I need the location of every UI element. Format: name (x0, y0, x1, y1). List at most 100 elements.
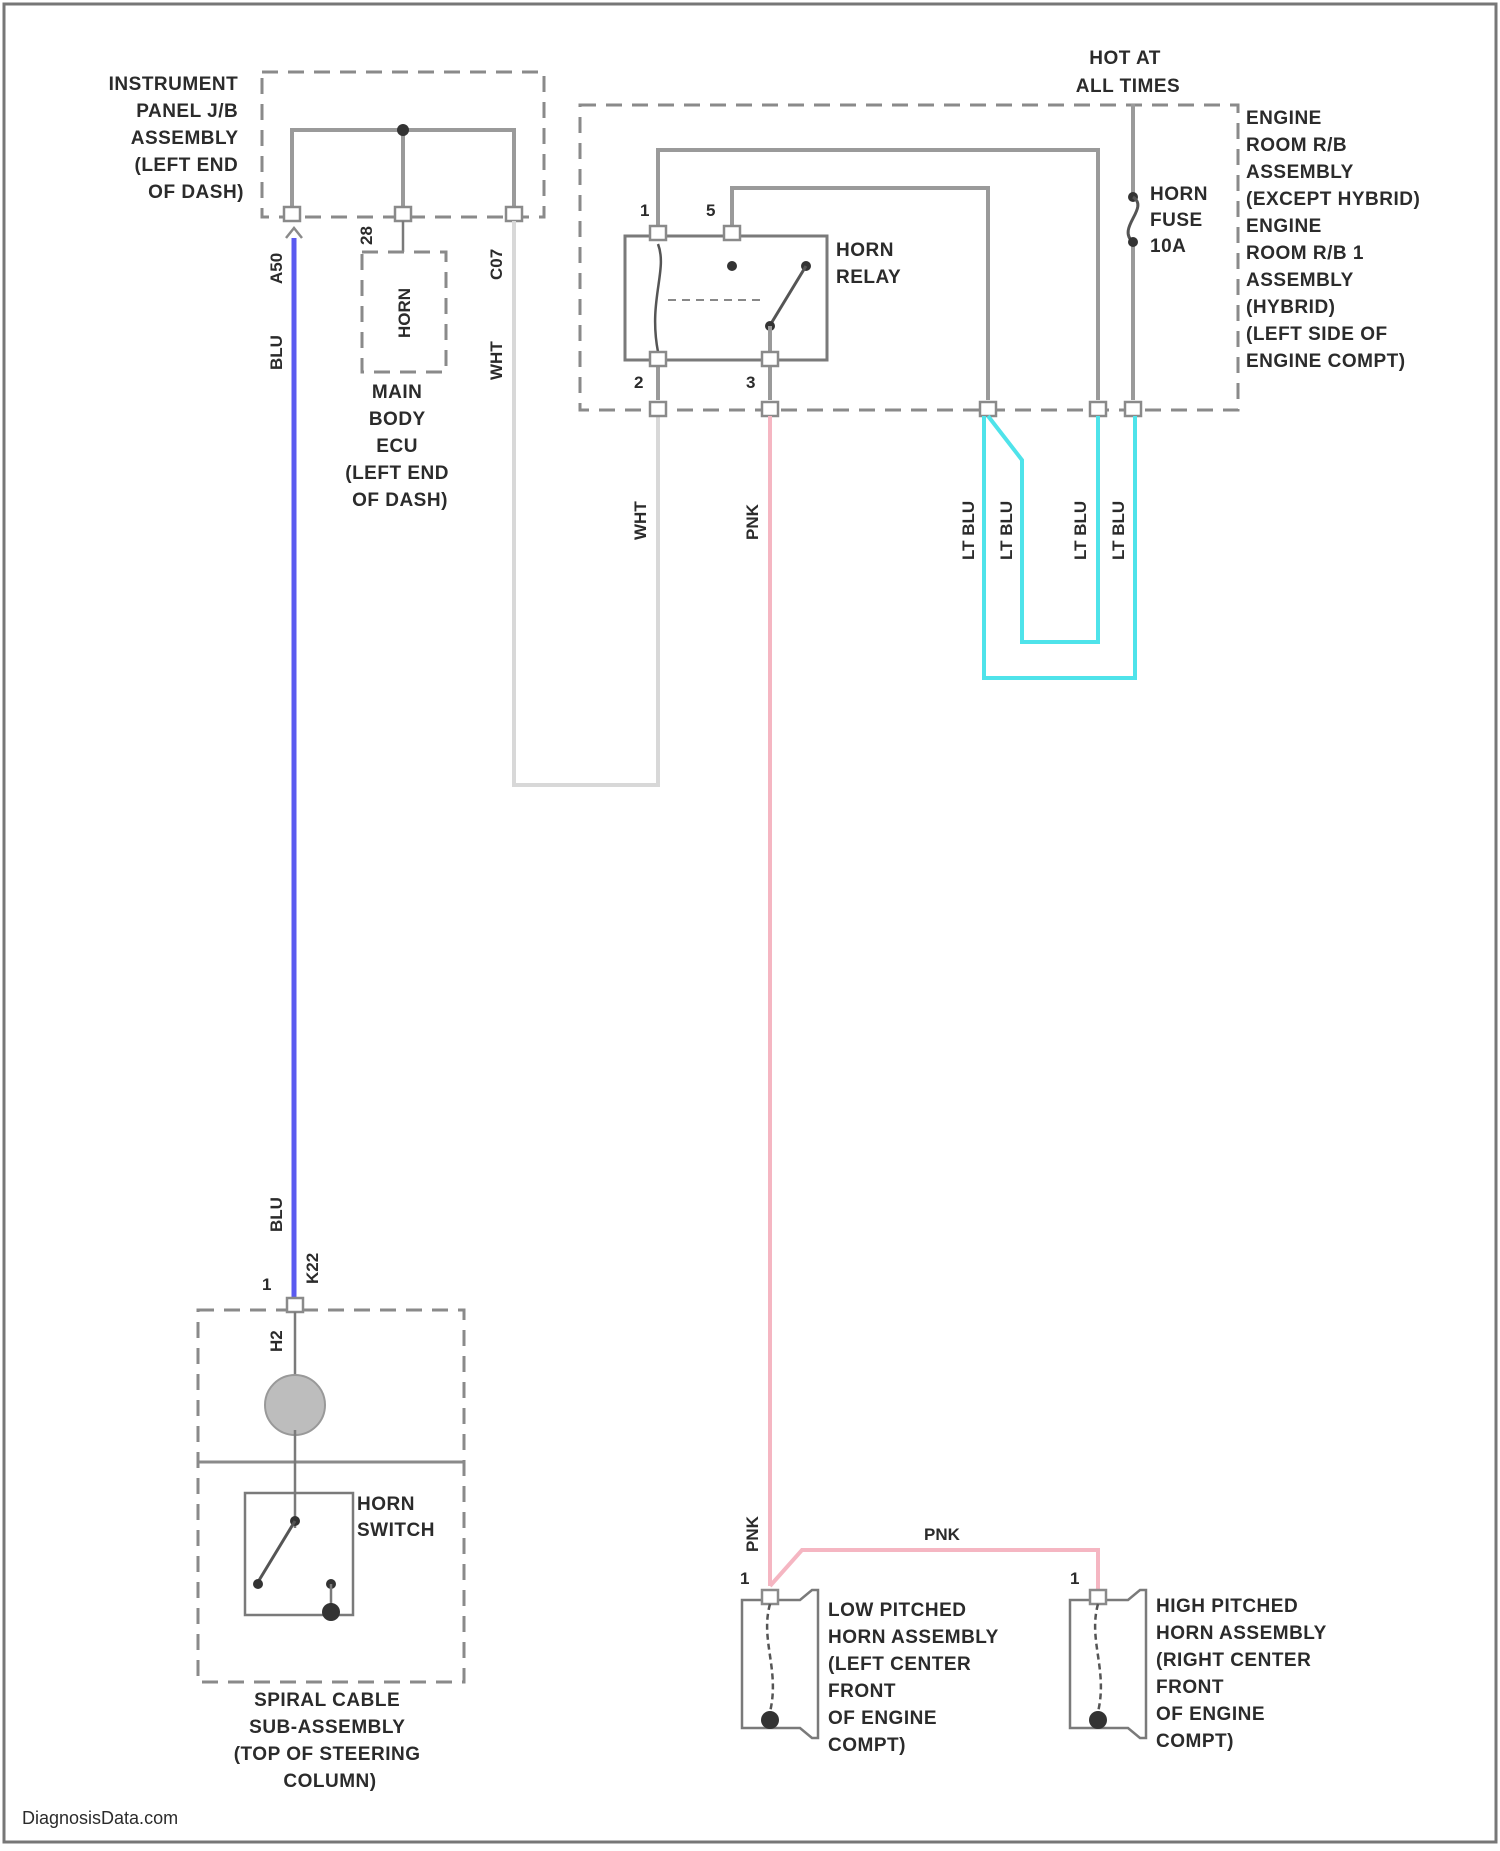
switch-blade-icon (258, 1521, 295, 1582)
fuse-icon (1128, 197, 1138, 242)
relay-terminal-2 (650, 352, 666, 366)
wht-wire-label-left: WHT (487, 341, 506, 380)
jb-label: INSTRUMENT PANEL J/B ASSEMBLY (LEFT END … (109, 74, 244, 203)
relay-pin-5: 5 (706, 201, 715, 220)
hot-label-line: HOT AT (1089, 48, 1161, 69)
spiral-label-line: COLUMN) (283, 1771, 376, 1792)
hot-at-all-times-label: HOT AT ALL TIMES (1076, 48, 1180, 97)
spiral-terminal (287, 1298, 303, 1312)
low-horn-label-line: HORN ASSEMBLY (828, 1627, 999, 1648)
low-horn-pin: 1 (740, 1569, 749, 1588)
spiral-cable: H2 HORN SWITCH SPIRAL CABLE SUB-ASSEMBLY… (198, 1298, 464, 1792)
relay-terminal-3 (762, 352, 778, 366)
high-horn-label-line: HIGH PITCHED (1156, 1596, 1298, 1617)
lt-blu-wire-group: LT BLU LT BLU LT BLU LT BLU (959, 416, 1135, 678)
pnk-wire-group: PNK PNK PNK (743, 416, 1098, 1590)
spiral-label-line: SUB-ASSEMBLY (249, 1717, 405, 1738)
spiral-label: SPIRAL CABLE SUB-ASSEMBLY (TOP OF STEERI… (234, 1690, 427, 1792)
engine-room-rb: ENGINE ROOM R/B ASSEMBLY (EXCEPT HYBRID)… (580, 48, 1426, 416)
erb-terminal-lt-blu-1 (980, 402, 996, 416)
erb-terminal-pnk (762, 402, 778, 416)
wht-wire-label-right: WHT (631, 501, 650, 540)
lt-blu-label-3: LT BLU (1071, 501, 1090, 560)
erb-label-line: ENGINE (1246, 108, 1322, 129)
fuse-label-line: 10A (1150, 236, 1186, 257)
ecu-label: MAIN BODY ECU (LEFT END OF DASH) (345, 382, 455, 511)
jb-pin-a50: A50 (267, 253, 286, 284)
ground-icon (322, 1603, 340, 1621)
low-horn-label-line: OF ENGINE (828, 1708, 937, 1729)
high-horn-coil-icon (1095, 1604, 1101, 1712)
pnk-wire-label-bottom: PNK (743, 1515, 762, 1552)
high-horn-label-line: OF ENGINE (1156, 1704, 1265, 1725)
low-horn-terminal (762, 1590, 778, 1604)
erb-terminal-lt-blu-2 (1090, 402, 1106, 416)
relay-pin-2: 2 (634, 373, 643, 392)
fuse-label-line: HORN (1150, 184, 1208, 205)
low-horn-label-line: FRONT (828, 1681, 896, 1702)
high-horn-terminal (1090, 1590, 1106, 1604)
spiral-pin-number: 1 (262, 1275, 271, 1294)
watermark: DiagnosisData.com (22, 1808, 178, 1828)
low-horn-label-line: (LEFT CENTER (828, 1654, 971, 1675)
relay-label-line: HORN (836, 240, 894, 261)
ecu-pin: 28 (357, 226, 376, 245)
ecu-label-line: (LEFT END (345, 463, 449, 484)
jb-label-line: PANEL J/B (136, 101, 238, 122)
high-horn-label-line: COMPT) (1156, 1731, 1234, 1752)
horn-fuse-label: HORN FUSE 10A (1150, 184, 1214, 257)
lt-blu-label-1: LT BLU (959, 501, 978, 560)
pnk-wire-label-branch: PNK (924, 1525, 961, 1544)
jb-label-line: INSTRUMENT (109, 74, 239, 95)
erb-label-line: (EXCEPT HYBRID) (1246, 189, 1420, 210)
jb-splice (397, 124, 409, 136)
instrument-panel-jb: INSTRUMENT PANEL J/B ASSEMBLY (LEFT END … (109, 72, 544, 221)
jb-label-line: (LEFT END (135, 155, 239, 176)
low-horn-label-line: COMPT) (828, 1735, 906, 1756)
relay-contact-fixed (727, 261, 737, 271)
low-horn-body-icon (742, 1590, 818, 1738)
low-horn-label: LOW PITCHED HORN ASSEMBLY (LEFT CENTER F… (828, 1600, 1004, 1756)
jb-pin-c07: C07 (487, 249, 506, 280)
horn-relay-label: HORN RELAY (836, 240, 901, 288)
switch-label-line: SWITCH (357, 1520, 435, 1541)
fuse-label-line: FUSE (1150, 210, 1203, 231)
erb-label: ENGINE ROOM R/B ASSEMBLY (EXCEPT HYBRID)… (1246, 108, 1426, 372)
high-horn-label: HIGH PITCHED HORN ASSEMBLY (RIGHT CENTER… (1156, 1596, 1332, 1752)
lt-blu-label-2: LT BLU (997, 501, 1016, 560)
erb-terminal-lt-blu-3 (1125, 402, 1141, 416)
hot-label-line: ALL TIMES (1076, 76, 1180, 97)
low-horn-coil-icon (767, 1604, 773, 1712)
high-horn-label-line: FRONT (1156, 1677, 1224, 1698)
erb-label-line: (HYBRID) (1246, 297, 1336, 318)
high-pitched-horn: 1 HIGH PITCHED HORN ASSEMBLY (RIGHT CENT… (1070, 1569, 1332, 1752)
low-pitched-horn: 1 LOW PITCHED HORN ASSEMBLY (LEFT CENTER… (740, 1569, 1004, 1756)
high-horn-body-icon (1070, 1590, 1146, 1738)
switch-contact-left (253, 1579, 263, 1589)
spiral-pin-k22: K22 (303, 1253, 322, 1284)
main-body-ecu: 28 HORN MAIN BODY ECU (LEFT END OF DASH) (345, 221, 455, 511)
blu-wire-label-bottom: BLU (267, 1197, 286, 1232)
pnk-wire-branch (770, 1550, 1098, 1590)
erb-label-line: ENGINE (1246, 216, 1322, 237)
jb-label-line: ASSEMBLY (131, 128, 239, 149)
erb-label-line: ROOM R/B (1246, 135, 1347, 156)
horn-switch-label: HORN SWITCH (357, 1494, 435, 1541)
relay-switch-blade-icon (772, 266, 806, 322)
erb-label-line: ASSEMBLY (1246, 162, 1354, 183)
erb-label-line: ROOM R/B 1 (1246, 243, 1364, 264)
spiral-pin-h2: H2 (267, 1330, 286, 1352)
erb-label-line: (LEFT SIDE OF (1246, 324, 1388, 345)
erb-terminal-wht (650, 402, 666, 416)
spiral-label-line: SPIRAL CABLE (254, 1690, 400, 1711)
wht-wire-group: C07 WHT WHT (487, 221, 658, 785)
switch-label-line: HORN (357, 1494, 415, 1515)
jb-terminal-c07 (506, 207, 522, 221)
lt-blu-label-4: LT BLU (1109, 501, 1128, 560)
blu-wire-label-top: BLU (267, 335, 286, 370)
spiral-box (198, 1310, 464, 1682)
high-horn-pin: 1 (1070, 1569, 1079, 1588)
spiral-coil-icon (265, 1375, 325, 1435)
